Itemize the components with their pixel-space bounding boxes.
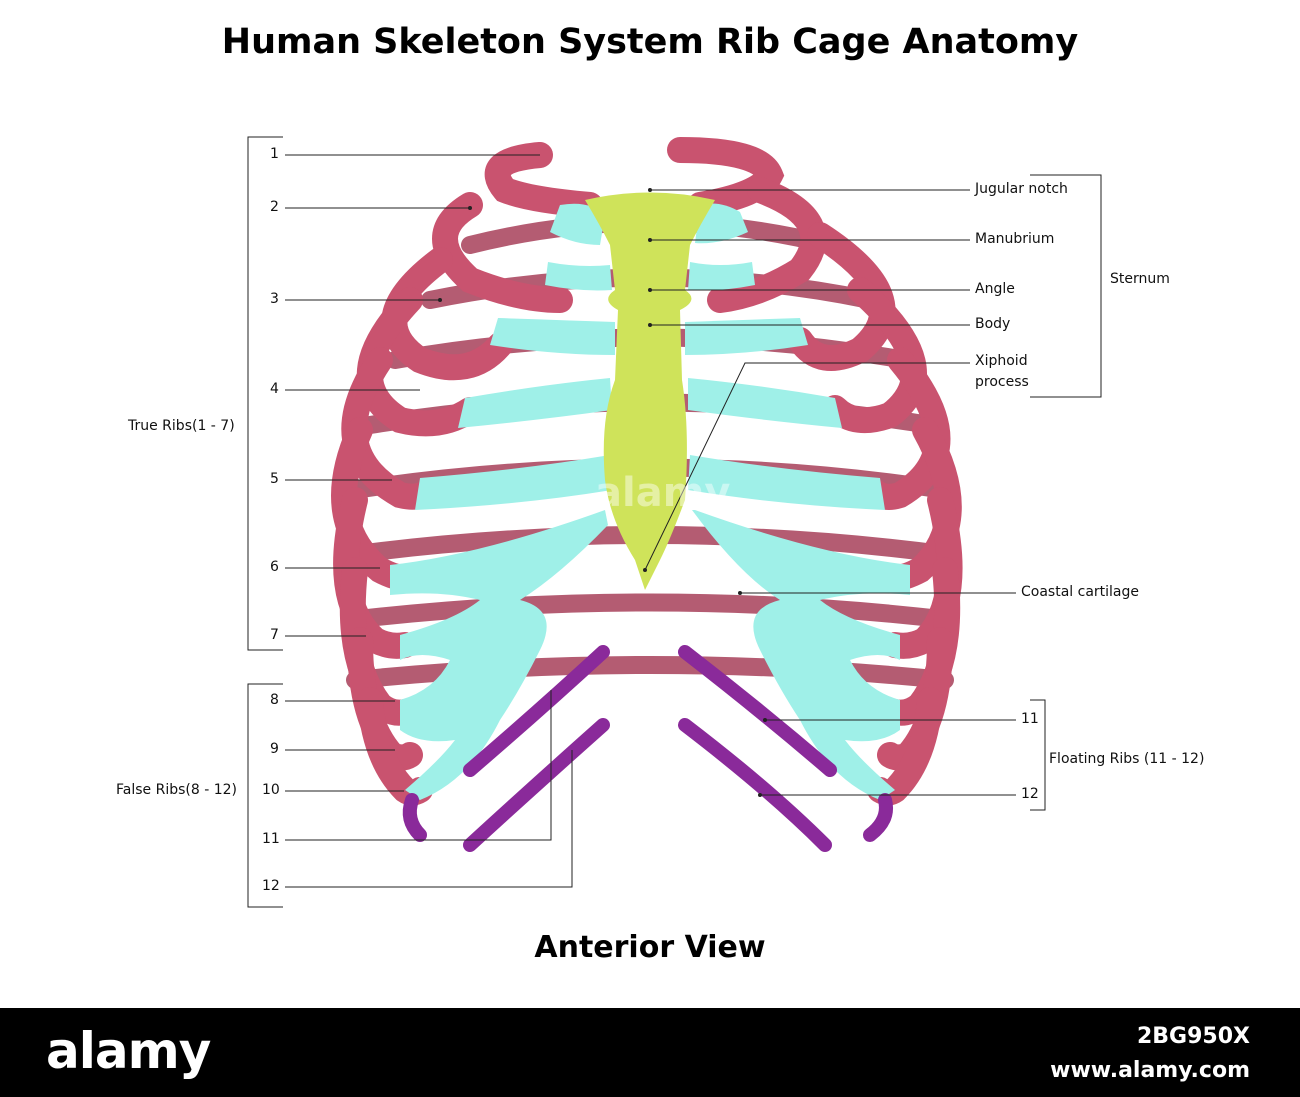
body-label: Body xyxy=(975,316,1011,332)
leader-dots xyxy=(438,188,767,797)
rib-number-11: 11 xyxy=(262,831,280,847)
left-ribs xyxy=(331,142,603,806)
footer-bar: alamy 2BG950X www.alamy.com xyxy=(0,1008,1300,1097)
rib-number-1: 1 xyxy=(270,146,279,162)
manubrium-label: Manubrium xyxy=(975,231,1055,247)
footer-logo: alamy xyxy=(46,1022,211,1080)
xiphoid-label-line2: process xyxy=(975,374,1029,390)
sternum-label: Sternum xyxy=(1110,271,1170,287)
rib-number-2: 2 xyxy=(270,199,279,215)
true-ribs-label: True Ribs(1 - 7) xyxy=(128,418,235,434)
sternum-shape xyxy=(585,192,715,590)
xiphoid-label-line1: Xiphoid xyxy=(975,353,1028,369)
rib-number-12: 12 xyxy=(262,878,280,894)
floating-rib-number-11: 11 xyxy=(1021,711,1039,727)
image-code: 2BG950X xyxy=(1136,1024,1250,1049)
rib-number-6: 6 xyxy=(270,559,279,575)
jugular-notch-label: Jugular notch xyxy=(975,181,1068,197)
right-cartilage xyxy=(685,203,910,800)
floating-ribs xyxy=(402,645,893,852)
footer-url: www.alamy.com xyxy=(1050,1058,1250,1083)
view-subtitle: Anterior View xyxy=(534,930,766,965)
floating-ribs-label: Floating Ribs (11 - 12) xyxy=(1049,751,1205,767)
rib-number-9: 9 xyxy=(270,741,279,757)
left-cartilage xyxy=(390,203,615,800)
right-ribs xyxy=(667,137,963,806)
floating-rib-number-12: 12 xyxy=(1021,786,1039,802)
rib-number-10: 10 xyxy=(262,782,280,798)
leader-lines xyxy=(247,136,1102,908)
coastal-cartilage-label: Coastal cartilage xyxy=(1021,584,1140,600)
rib-number-4: 4 xyxy=(270,381,279,397)
rib-cage-diagram xyxy=(247,136,1102,908)
rib-number-5: 5 xyxy=(270,471,279,487)
rib-number-7: 7 xyxy=(270,627,279,643)
page-title: Human Skeleton System Rib Cage Anatomy xyxy=(221,22,1079,62)
rib-number-8: 8 xyxy=(270,692,279,708)
rib-number-3: 3 xyxy=(270,291,279,307)
false-ribs-label: False Ribs(8 - 12) xyxy=(116,782,237,798)
watermark: alamy xyxy=(595,470,731,516)
angle-label: Angle xyxy=(975,281,1015,297)
